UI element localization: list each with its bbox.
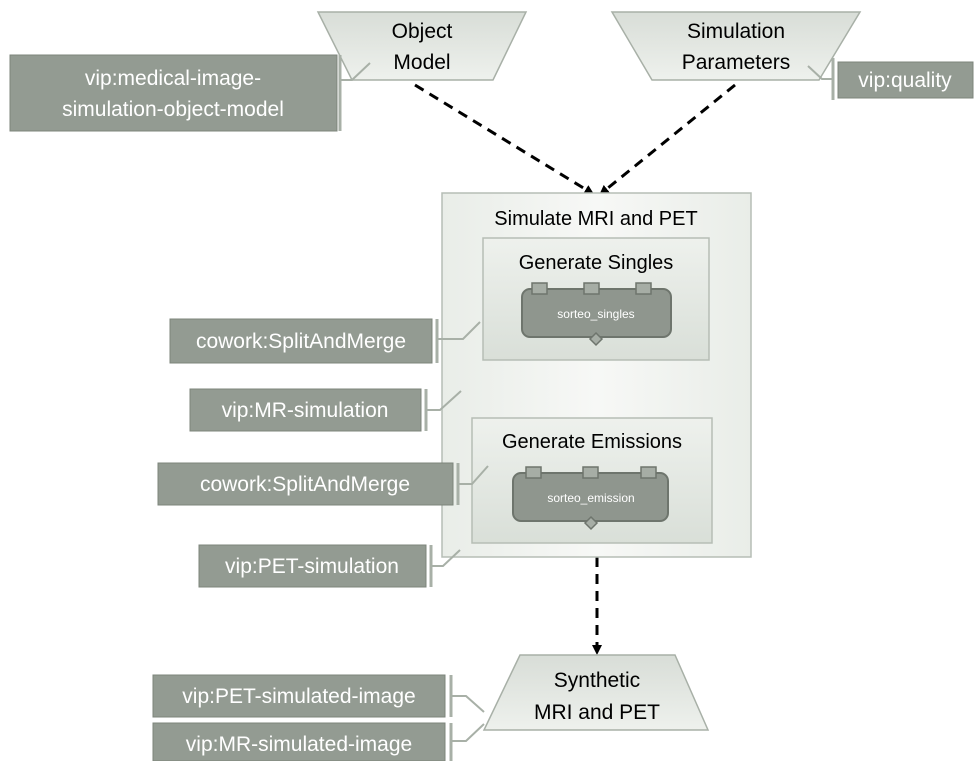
process-title: Simulate MRI and PET — [494, 208, 697, 230]
input-port — [640, 466, 657, 479]
tag-object-model-type-line1: vip:medical-image- — [85, 67, 261, 90]
component-label: sorteo_emission — [547, 491, 634, 505]
output-synthetic-mri-pet: Synthetic MRI and PET — [482, 654, 710, 731]
tag-pet-simulation: vip:PET-simulation — [198, 544, 461, 588]
tag-split-merge-emissions: cowork:SplitAndMerge — [157, 462, 489, 506]
process-simulate-mri-pet: Simulate MRI and PET Generate Singles so… — [441, 192, 752, 558]
arrow-object-model-to-process — [414, 83, 595, 195]
subprocess-generate-emissions: Generate Emissions sorteo_emission — [471, 417, 713, 544]
component-sorteo-emission: sorteo_emission — [512, 466, 669, 531]
tag-quality: vip:quality — [807, 58, 974, 100]
input-port — [525, 466, 542, 479]
tag-mr-simulated-image: vip:MR-simulated-image — [152, 722, 485, 761]
tag-mr-simulation: vip:MR-simulation — [189, 388, 462, 432]
tag-object-model-type-line2: simulation-object-model — [62, 98, 284, 121]
component-label: sorteo_singles — [557, 307, 634, 321]
input-object-model-line1: Object — [392, 20, 453, 43]
input-object-model-line2: Model — [393, 51, 450, 74]
component-sorteo-singles: sorteo_singles — [521, 282, 672, 347]
output-line2: MRI and PET — [534, 701, 660, 724]
tag-mr-simulated-image-text: vip:MR-simulated-image — [186, 733, 412, 756]
singles-title: Generate Singles — [519, 252, 674, 274]
output-port — [588, 331, 604, 347]
output-port — [583, 515, 599, 531]
annotation-tags: vip:medical-image- simulation-object-mod… — [9, 54, 974, 761]
tag-object-model-type: vip:medical-image- simulation-object-mod… — [9, 54, 371, 132]
input-port — [531, 282, 548, 295]
output-line1: Synthetic — [554, 669, 640, 692]
input-port — [582, 466, 599, 479]
emissions-title: Generate Emissions — [502, 431, 682, 453]
tag-pet-simulated-image-text: vip:PET-simulated-image — [182, 685, 415, 708]
input-port — [583, 282, 600, 295]
input-port — [635, 282, 652, 295]
arrow-parameters-to-process — [599, 83, 736, 196]
input-simulation-parameters: Simulation Parameters — [610, 11, 862, 81]
tag-quality-text: vip:quality — [858, 69, 952, 92]
input-parameters-line1: Simulation — [687, 20, 785, 43]
tag-split-merge-singles-text: cowork:SplitAndMerge — [196, 330, 406, 353]
subprocess-generate-singles: Generate Singles sorteo_singles — [482, 237, 710, 361]
input-object-model: Object Model — [316, 11, 528, 81]
input-parameters-shape — [610, 11, 862, 81]
tag-pet-simulation-text: vip:PET-simulation — [225, 555, 399, 578]
tag-pet-simulated-image: vip:PET-simulated-image — [152, 674, 485, 718]
input-parameters-line2: Parameters — [682, 51, 791, 74]
tag-split-merge-emissions-text: cowork:SplitAndMerge — [200, 473, 410, 496]
output-shape — [482, 654, 710, 731]
tag-mr-simulation-text: vip:MR-simulation — [222, 399, 389, 422]
tag-split-merge-singles: cowork:SplitAndMerge — [169, 318, 481, 364]
